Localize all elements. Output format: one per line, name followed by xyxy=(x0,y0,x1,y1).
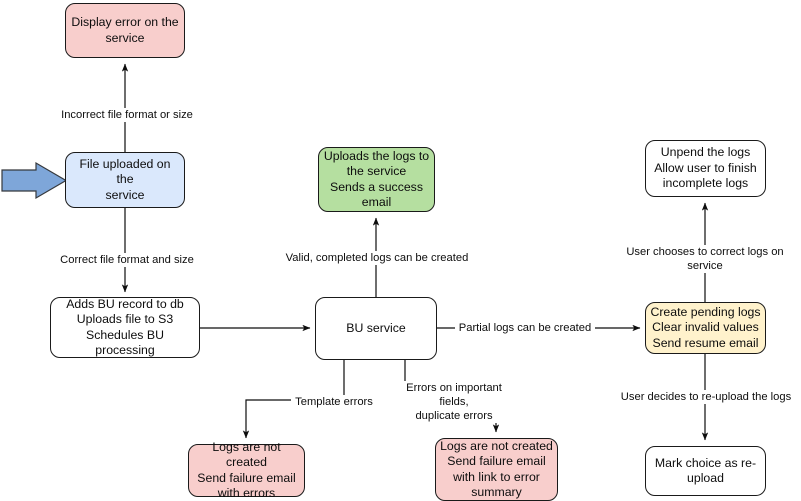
entry-arrow-icon xyxy=(1,161,68,200)
node-logs-not-created-fields[interactable]: Logs are not created Send failure email … xyxy=(435,438,558,501)
edge-label-incorrect-format: Incorrect file format or size xyxy=(58,108,196,122)
node-file-uploaded[interactable]: File uploaded on the service xyxy=(65,152,185,208)
node-display-error[interactable]: Display error on the service xyxy=(65,3,185,58)
edge-label-correct-format: Correct file format and size xyxy=(58,253,196,267)
node-adds-bu-record[interactable]: Adds BU record to db Uploads file to S3 … xyxy=(50,297,200,358)
edge-label-template-errors: Template errors xyxy=(291,395,377,409)
node-logs-not-created-template[interactable]: Logs are not created Send failure email … xyxy=(188,440,305,500)
node-create-pending-logs[interactable]: Create pending logs Clear invalid values… xyxy=(645,302,766,354)
edge-label-partial-logs: Partial logs can be created xyxy=(455,321,595,335)
node-mark-reupload[interactable]: Mark choice as re- upload xyxy=(645,446,766,496)
edge-label-user-corrects: User chooses to correct logs on service xyxy=(607,245,801,273)
edge-label-important-fields: Errors on important fields, duplicate er… xyxy=(392,381,516,423)
edge-label-user-reupload: User decides to re-upload the logs xyxy=(612,390,800,404)
node-bu-service[interactable]: BU service xyxy=(315,297,437,360)
node-unpend-logs[interactable]: Unpend the logs Allow user to finish inc… xyxy=(645,140,766,197)
edge-label-valid-complete: Valid, completed logs can be created xyxy=(283,251,471,265)
node-uploads-logs[interactable]: Uploads the logs to the service Sends a … xyxy=(318,147,435,212)
